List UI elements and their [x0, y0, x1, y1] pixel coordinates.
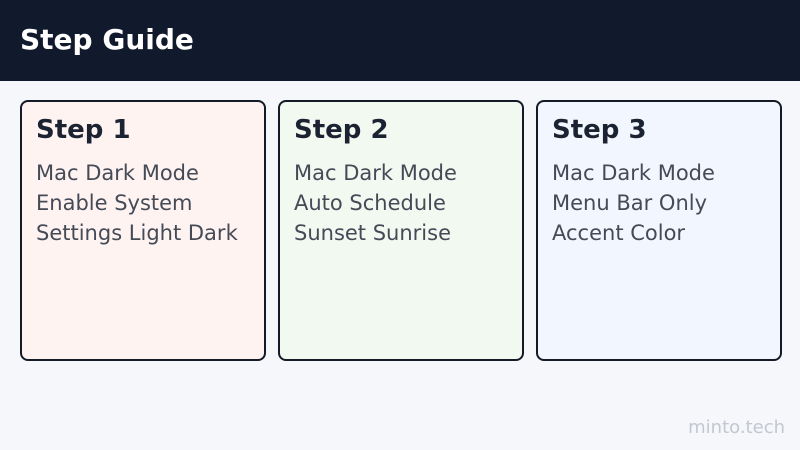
- step-card-lines: Mac Dark Mode Auto Schedule Sunset Sunri…: [294, 158, 508, 248]
- step-card-line: Menu Bar Only: [552, 191, 708, 215]
- step-card-line: Mac Dark Mode: [294, 161, 457, 185]
- step-card-line: Settings Light Dark: [36, 221, 238, 245]
- step-card-title: Step 2: [294, 115, 389, 145]
- step-card-lines: Mac Dark Mode Menu Bar Only Accent Color: [552, 158, 766, 248]
- step-card-line: Enable System: [36, 191, 193, 215]
- step-card-lines: Mac Dark Mode Enable System Settings Lig…: [36, 158, 250, 248]
- page-header: Step Guide: [0, 0, 800, 81]
- step-card-title: Step 3: [552, 115, 647, 145]
- brand-watermark: minto.tech: [688, 417, 785, 438]
- step-cards: Step 1 Mac Dark Mode Enable System Setti…: [20, 100, 782, 361]
- step-card-line: Mac Dark Mode: [552, 161, 715, 185]
- page-title: Step Guide: [20, 23, 194, 56]
- step-card-3: Step 3 Mac Dark Mode Menu Bar Only Accen…: [536, 100, 782, 361]
- step-card-line: Mac Dark Mode: [36, 161, 199, 185]
- step-card-line: Accent Color: [552, 221, 686, 245]
- step-card-1: Step 1 Mac Dark Mode Enable System Setti…: [20, 100, 266, 361]
- step-card-line: Sunset Sunrise: [294, 221, 451, 245]
- step-card-2: Step 2 Mac Dark Mode Auto Schedule Sunse…: [278, 100, 524, 361]
- step-card-title: Step 1: [36, 115, 131, 145]
- step-card-line: Auto Schedule: [294, 191, 446, 215]
